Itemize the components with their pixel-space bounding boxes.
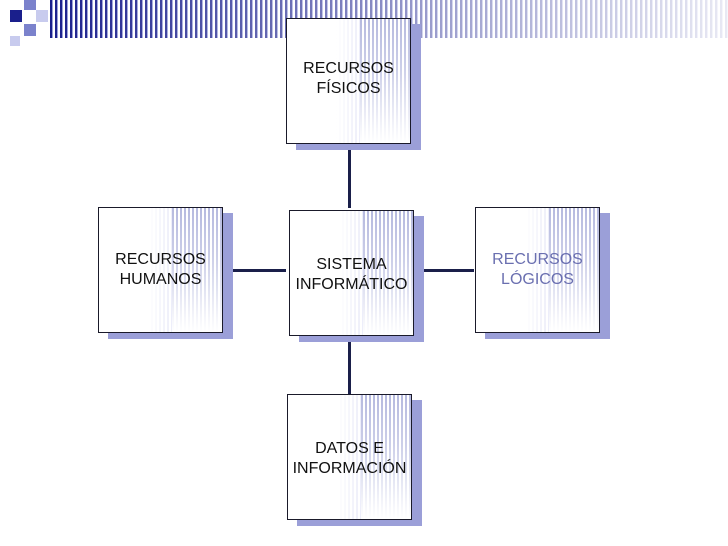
node-label: RECURSOS HUMANOS xyxy=(115,250,206,290)
corner-square xyxy=(36,10,48,22)
corner-square xyxy=(10,10,22,22)
box-body: RECURSOS HUMANOS xyxy=(98,207,223,333)
node-datos-informacion: DATOS E INFORMACIÓN xyxy=(287,394,422,526)
node-label-line2: LÓGICOS xyxy=(501,271,574,288)
node-label-line1: RECURSOS xyxy=(492,251,583,268)
connector-bottom xyxy=(348,342,351,394)
node-label-line2: FÍSICOS xyxy=(316,80,381,97)
node-sistema-informatico: SISTEMA INFORMÁTICO xyxy=(289,210,424,342)
node-label-line2: INFORMÁTICO xyxy=(295,276,408,293)
node-label-line1: DATOS E xyxy=(315,440,384,457)
node-label: RECURSOS LÓGICOS xyxy=(492,250,583,290)
node-label: RECURSOS FÍSICOS xyxy=(303,59,394,99)
connector-right xyxy=(418,269,474,272)
node-recursos-logicos: RECURSOS LÓGICOS xyxy=(475,207,610,339)
node-label-line2: HUMANOS xyxy=(119,271,202,288)
corner-square xyxy=(10,36,20,46)
box-body: SISTEMA INFORMÁTICO xyxy=(289,210,414,336)
node-recursos-fisicos: RECURSOS FÍSICOS xyxy=(286,18,421,150)
connector-top xyxy=(348,150,351,208)
node-label-line1: SISTEMA xyxy=(316,256,387,273)
box-body: DATOS E INFORMACIÓN xyxy=(287,394,412,520)
node-recursos-humanos: RECURSOS HUMANOS xyxy=(98,207,233,339)
node-label: SISTEMA INFORMÁTICO xyxy=(296,255,408,295)
node-label-line1: RECURSOS xyxy=(303,60,394,77)
node-label-line1: RECURSOS xyxy=(115,251,206,268)
corner-square xyxy=(24,24,36,36)
connector-left xyxy=(228,269,286,272)
node-label-line2: INFORMACIÓN xyxy=(292,460,407,477)
corner-square xyxy=(24,0,36,10)
node-label: DATOS E INFORMACIÓN xyxy=(293,439,407,479)
box-body: RECURSOS FÍSICOS xyxy=(286,18,411,144)
box-body: RECURSOS LÓGICOS xyxy=(475,207,600,333)
